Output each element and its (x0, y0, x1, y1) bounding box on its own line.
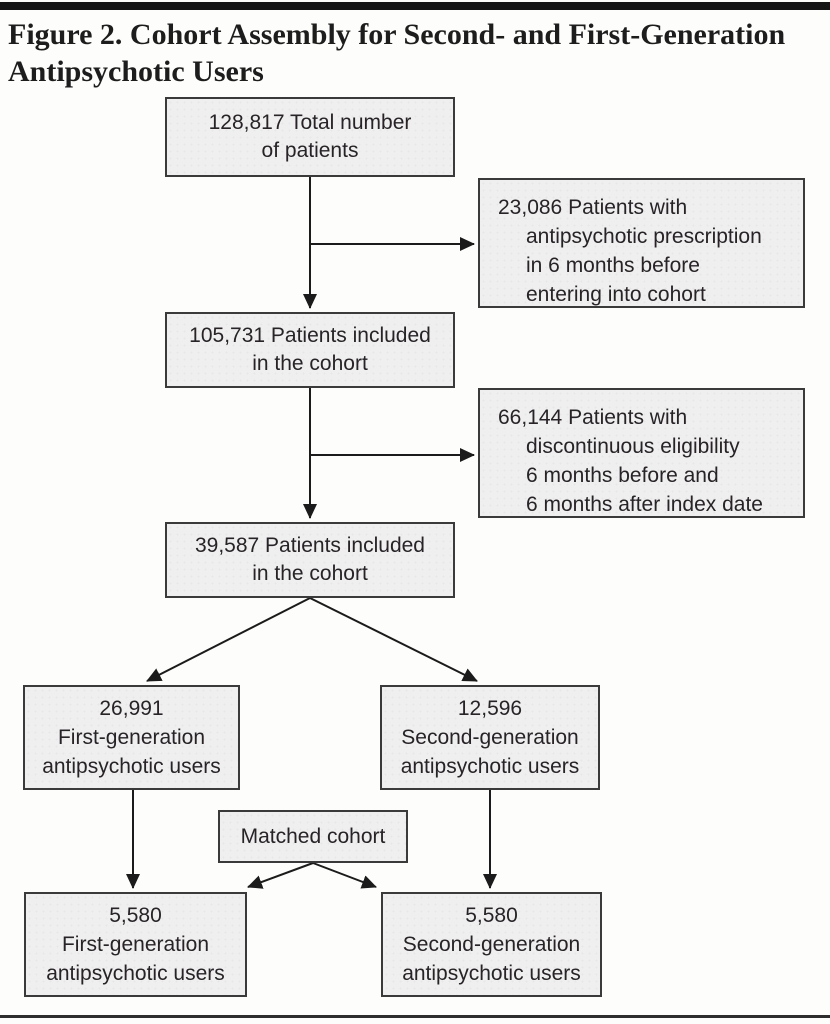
arrow-matched-to-firstgen (247, 862, 314, 889)
node-line: 6 months after index date (526, 493, 763, 516)
bottom-rule (0, 1015, 830, 1018)
node-cohort-1: 105,731 Patients included in the cohort (165, 312, 455, 388)
node-line: antipsychotic users (42, 755, 221, 778)
node-line: entering into cohort (526, 283, 706, 306)
arrow-matched-to-secondgen (312, 862, 377, 889)
arrow-cohort2-to-firstgen (146, 597, 311, 682)
node-first-gen-matched: 5,580 First-generation antipsychotic use… (24, 892, 247, 997)
node-line: antipsychotic users (400, 755, 580, 778)
node-line: First-generation (57, 726, 206, 749)
node-matched-cohort: Matched cohort (218, 810, 408, 863)
node-first-gen: 26,991 First-generation antipsychotic us… (23, 685, 240, 790)
node-line: 6 months before and (526, 464, 719, 487)
figure-title-line1: Figure 2. Cohort Assembly for Second- an… (8, 18, 786, 51)
node-line: First-generation (61, 933, 210, 956)
node-line: 5,580 (109, 904, 162, 927)
node-line: of patients (261, 139, 359, 162)
node-line: in the cohort (252, 352, 368, 375)
node-line: 12,596 (457, 697, 523, 720)
node-excluded-prescription: 23,086 Patients with antipsychotic presc… (478, 178, 805, 308)
node-cohort-2: 39,587 Patients included in the cohort (165, 522, 455, 598)
node-line: Second-generation (401, 726, 579, 749)
figure-title: Figure 2. Cohort Assembly for Second- an… (8, 16, 823, 90)
node-line: 128,817 Total number (208, 111, 412, 134)
node-second-gen-matched: 5,580 Second-generation antipsychotic us… (381, 892, 602, 997)
top-rule (0, 2, 830, 10)
node-line: 39,587 Patients included (194, 534, 425, 557)
node-line: 26,991 (99, 697, 164, 720)
node-second-gen: 12,596 Second-generation antipsychotic u… (380, 685, 600, 790)
node-line: Matched cohort (240, 824, 386, 848)
node-total-patients: 128,817 Total number of patients (165, 97, 455, 177)
arrow-cohort2-to-secondgen (309, 597, 478, 682)
node-line: in 6 months before (526, 254, 700, 277)
figure-title-line2: Antipsychotic Users (8, 55, 264, 88)
node-line: Second-generation (402, 933, 581, 956)
node-excluded-eligibility: 66,144 Patients with discontinuous eligi… (478, 388, 805, 518)
node-line: 5,580 (465, 904, 518, 927)
node-line: antipsychotic prescription (526, 225, 762, 248)
node-line: discontinuous eligibility (526, 435, 740, 458)
node-line: 66,144 Patients with (498, 406, 688, 429)
node-line: in the cohort (252, 562, 368, 585)
node-line: antipsychotic users (46, 962, 225, 985)
node-line: 105,731 Patients included (189, 324, 431, 347)
node-line: antipsychotic users (402, 962, 581, 985)
node-line: 23,086 Patients with (498, 196, 688, 219)
